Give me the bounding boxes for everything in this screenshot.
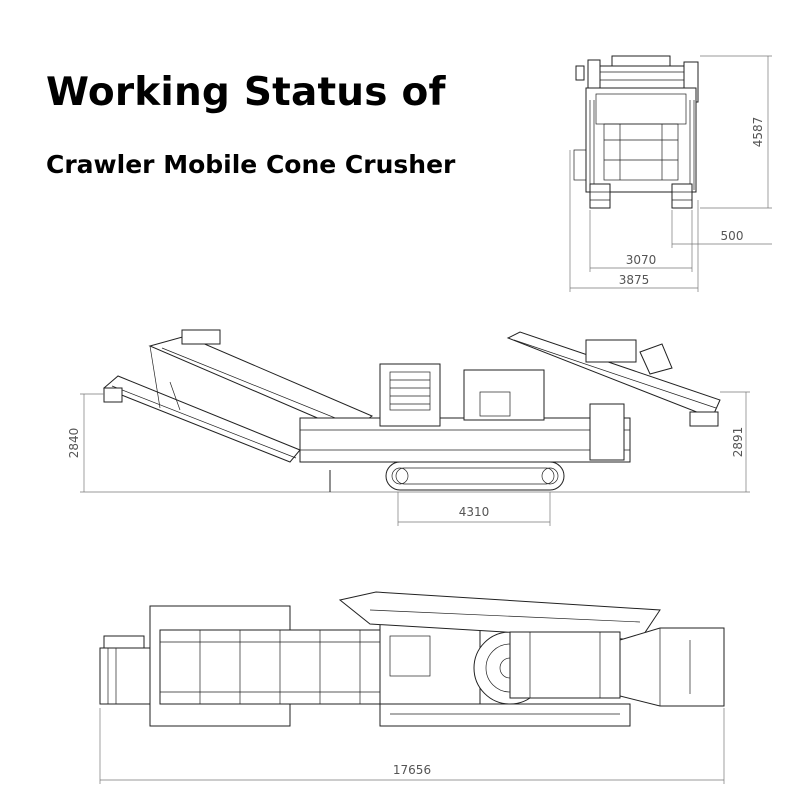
dimension-top-total-length: 17656 (393, 763, 431, 777)
dimension-front-offset: 500 (721, 229, 744, 243)
dimension-front-total-width: 3875 (619, 273, 650, 287)
dimension-front-track-width: 3070 (626, 253, 657, 267)
dimension-side-track-length: 4310 (459, 505, 490, 519)
page-title: Working Status of (46, 70, 446, 115)
dimension-side-left-height: 2840 (67, 428, 81, 459)
side-view (80, 329, 750, 526)
dimension-front-height: 4587 (751, 117, 765, 148)
front-view (569, 55, 772, 292)
page-subtitle: Crawler Mobile Cone Crusher (46, 150, 456, 179)
top-view (99, 591, 725, 784)
dimension-side-right-height: 2891 (731, 427, 745, 458)
